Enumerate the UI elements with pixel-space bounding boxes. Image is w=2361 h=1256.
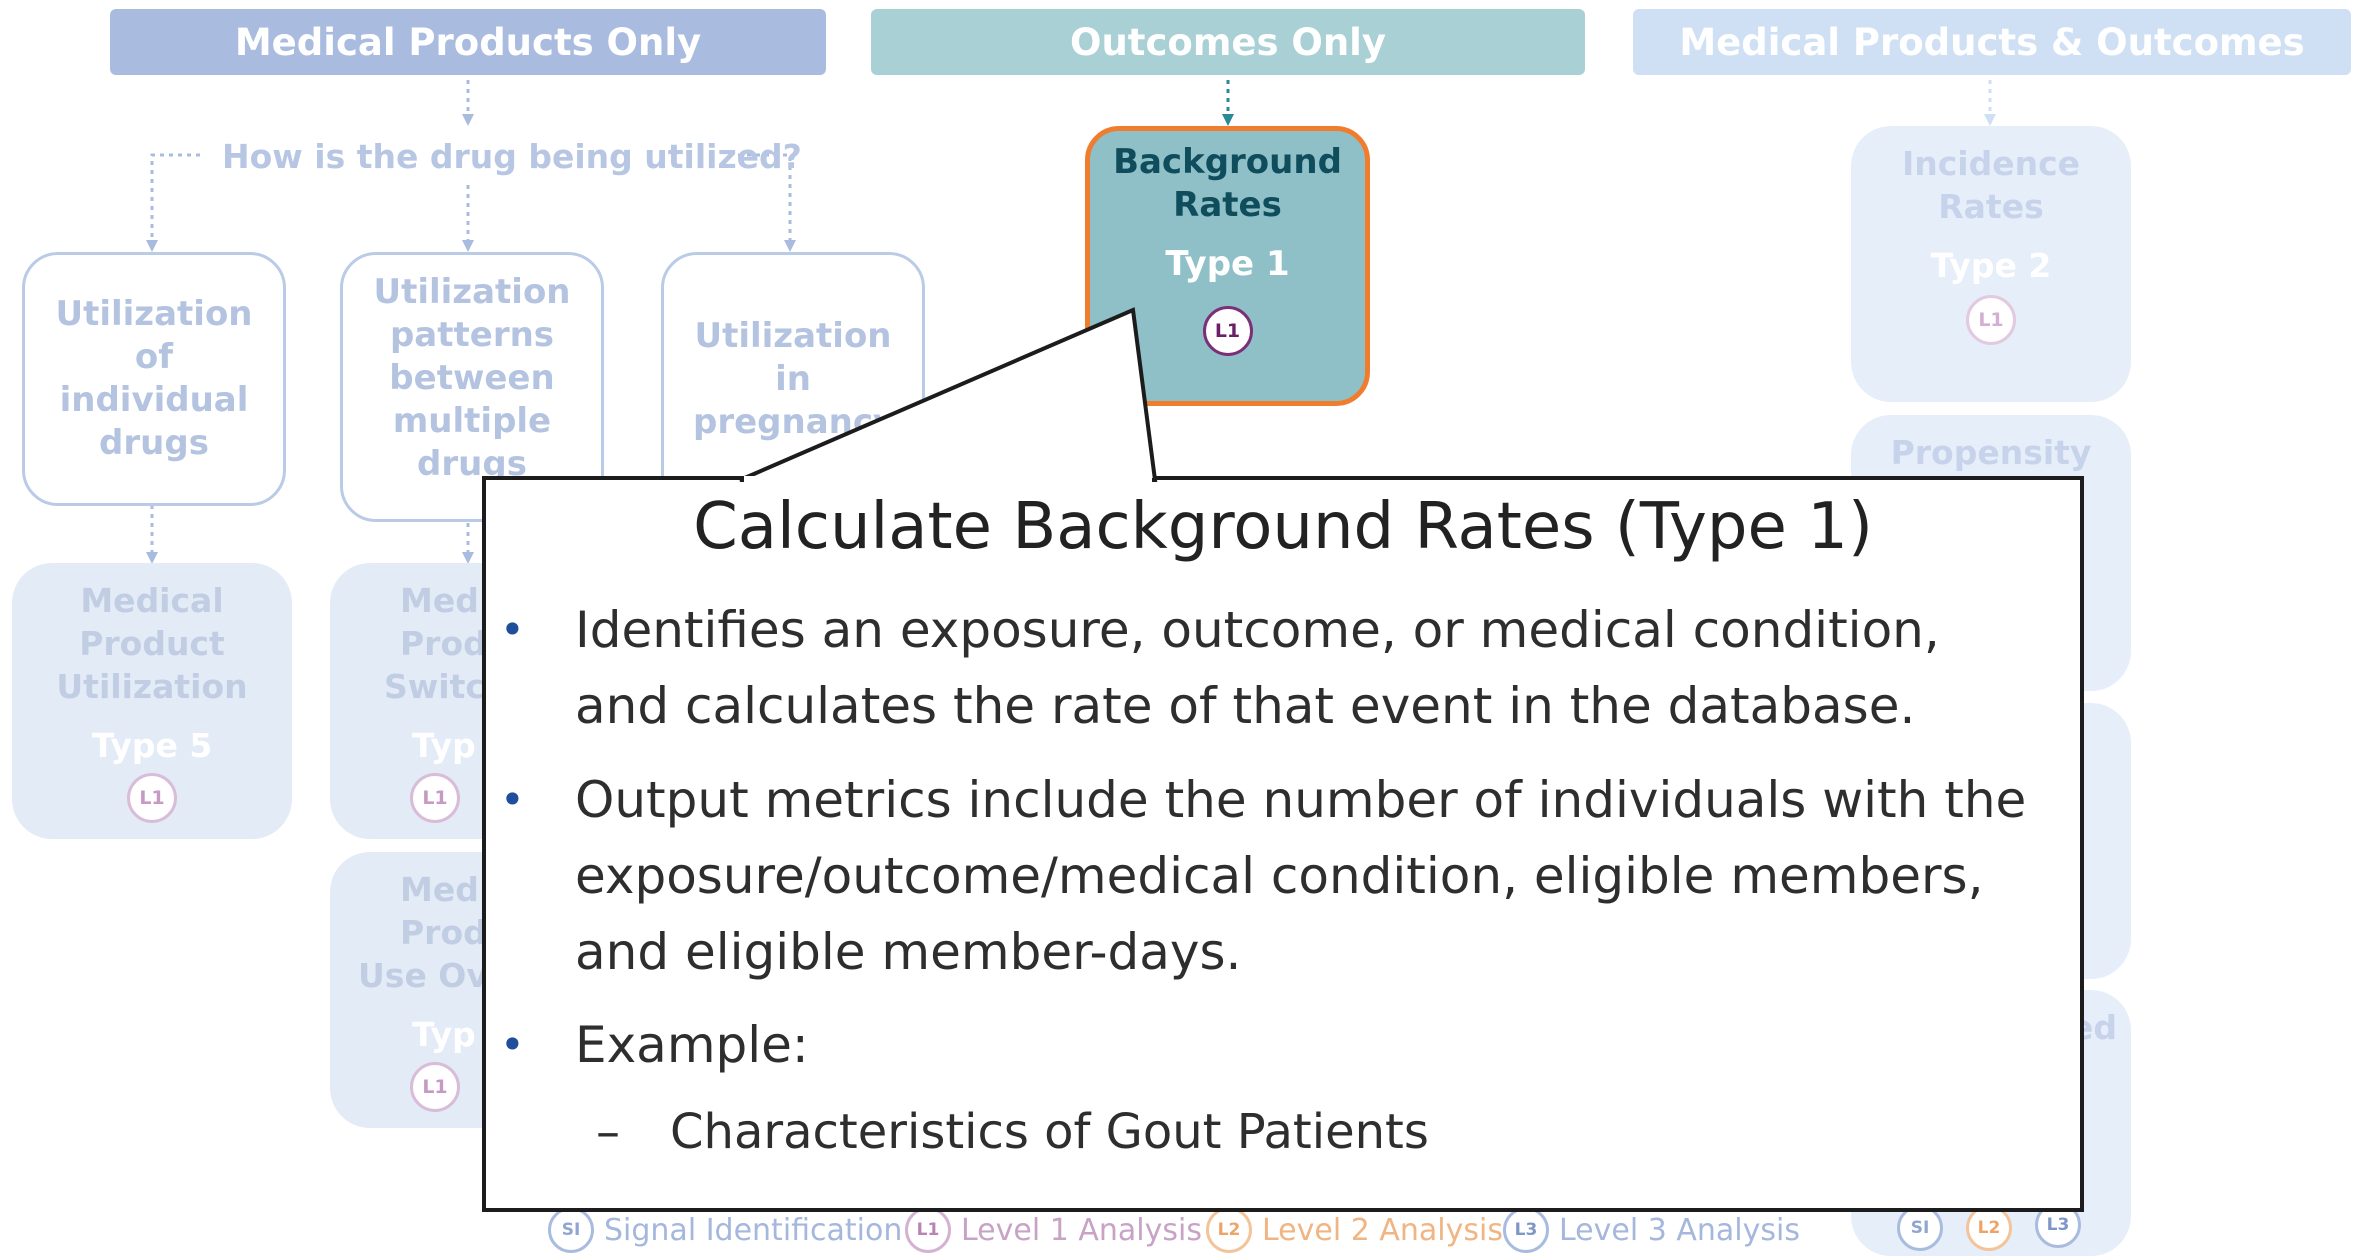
legend-level-2: L2 Level 2 Analysis [1206, 1207, 1503, 1253]
incidence-rates-level-badge: L1 [1966, 295, 2016, 345]
bullet-1-text: Identifies an exposure, outcome, or medi… [575, 601, 1940, 735]
bullet-2-text: Output metrics include the number of ind… [575, 771, 2027, 981]
utilization-multiple-drugs-label: Utilization patterns between multiple dr… [373, 272, 571, 484]
incidence-rates-line2: Rates [1938, 187, 2044, 226]
useover-level-badge: L1 [410, 1062, 460, 1112]
sub-bullet-1-text: Characteristics of Gout Patients [670, 1104, 1429, 1160]
switch-line2: Prod [400, 624, 487, 663]
bullet-3-glyph: • [500, 1020, 525, 1069]
bullet-2-glyph: • [500, 775, 525, 824]
callout-panel [482, 476, 2084, 1212]
switch-line3: Switc [384, 667, 485, 706]
useover-line2: Prod [400, 913, 487, 952]
bullet-1-glyph: • [500, 605, 525, 654]
background-rates-title-line2: Rates [1173, 185, 1282, 225]
useover-line1: Med [400, 870, 479, 909]
useover-type: Typ [412, 1015, 476, 1054]
header-medical-products-only: Medical Products Only [110, 9, 826, 75]
background-rates-title-line1: Background [1113, 142, 1342, 182]
legend-l3-label: Level 3 Analysis [1559, 1212, 1800, 1248]
bullet-3-text: Example: [575, 1016, 809, 1074]
mpu-type: Type 5 [91, 726, 213, 765]
legend-level-3: L3 Level 3 Analysis [1503, 1207, 1800, 1253]
incidence-rates-type: Type 2 [1930, 246, 2052, 285]
legend-l1-label: Level 1 Analysis [961, 1212, 1202, 1248]
mpu-line2: Product [79, 624, 225, 663]
utilization-individual-drugs-box: Utilization of individual drugs [22, 252, 286, 506]
legend-l2-badge: L2 [1206, 1207, 1252, 1253]
right-l2-badge: L2 [1966, 1205, 2012, 1251]
switch-type: Typ [412, 726, 476, 765]
medical-product-utilization-box: Medical Product Utilization Type 5 L1 [12, 563, 292, 839]
utilization-individual-drugs-label: Utilization of individual drugs [55, 294, 253, 463]
callout-title: Calculate Background Rates (Type 1) [693, 490, 1873, 564]
useover-line3: Use Ov [358, 956, 488, 995]
legend-si-label: Signal Identification [604, 1212, 903, 1248]
background-rates-box[interactable]: Background Rates Type 1 L1 [1085, 126, 1370, 406]
header-outcomes-only: Outcomes Only [871, 9, 1585, 75]
header-medical-products-and-outcomes: Medical Products & Outcomes [1633, 9, 2351, 75]
mpu-line3: Utilization [56, 667, 248, 706]
legend-l2-label: Level 2 Analysis [1262, 1212, 1503, 1248]
propensity-label: Propensity [1890, 433, 2092, 472]
legend-level-1: L1 Level 1 Analysis [905, 1207, 1202, 1253]
mpu-level-badge: L1 [127, 773, 177, 823]
switch-line1: Med [400, 581, 479, 620]
utilization-question: How is the drug being utilized? [222, 137, 802, 176]
incidence-rates-line1: Incidence [1901, 144, 2081, 183]
switch-level-badge: L1 [410, 773, 460, 823]
background-rates-level-badge: L1 [1202, 306, 1253, 356]
background-rates-type: Type 1 [1165, 244, 1290, 284]
incidence-rates-box: Incidence Rates Type 2 L1 [1851, 126, 2131, 402]
legend-l3-badge: L3 [1503, 1207, 1549, 1253]
utilization-pregnancy-label: Utilization in pregnancy [693, 316, 896, 442]
legend-signal-identification: SI Signal Identification [548, 1207, 902, 1253]
mpu-line1: Medical [80, 581, 224, 620]
sub-bullet-dash: – [596, 1104, 620, 1160]
